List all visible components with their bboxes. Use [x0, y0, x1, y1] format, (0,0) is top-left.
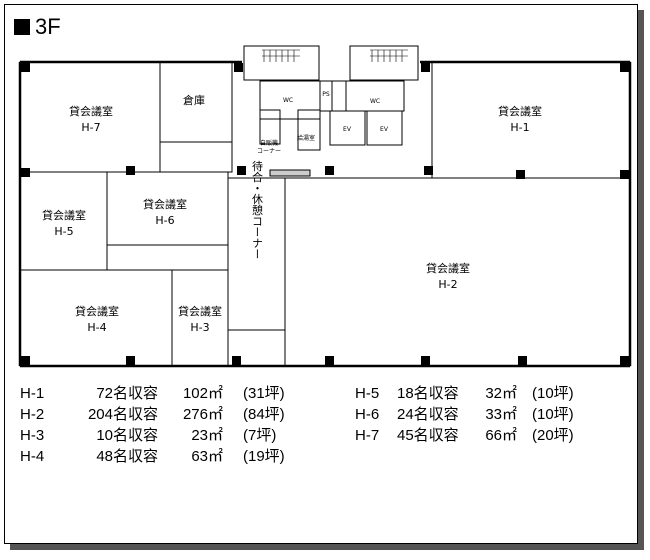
room-h1-name: 貸会議室 [498, 104, 542, 118]
area: 66㎡ [485, 427, 517, 444]
stairs-left [243, 45, 320, 81]
area: 33㎡ [485, 406, 517, 423]
legend-row: H-2 204名収容 276㎡ (84坪) [20, 404, 303, 425]
capacity: 18名収容 [397, 385, 459, 402]
room-h6-code: H-6 [155, 214, 174, 227]
wc-right[interactable] [345, 80, 405, 112]
legend-row: H-1 72名収容 102㎡ (31坪) [20, 383, 303, 404]
tsubo: (10坪) [532, 406, 574, 423]
room-h4[interactable] [19, 269, 173, 367]
kettle-room[interactable] [297, 109, 321, 151]
room-h2-code: H-2 [438, 278, 457, 291]
area: 276㎡ [182, 406, 223, 423]
area: 32㎡ [485, 385, 517, 402]
legend-right: H-5 18名収容 32㎡ (10坪) H-6 24名収容 33㎡ (10坪) H-7 45名… [355, 383, 592, 446]
room-h3[interactable] [171, 269, 229, 367]
capacity: 72名収容 [96, 385, 158, 402]
kettle-room-label: 給湯室 [297, 134, 315, 142]
wc-left-label: WC [283, 97, 293, 104]
code: H-1 [20, 385, 45, 402]
code: H-7 [355, 427, 380, 444]
code: H-3 [20, 427, 45, 444]
area: 102㎡ [182, 385, 223, 402]
vending-label-2: コーナー [257, 148, 281, 155]
elevator-1[interactable] [329, 110, 366, 146]
room-h7-code: H-7 [81, 121, 100, 134]
tsubo: (7坪) [243, 427, 277, 444]
ev-2-label: EV [380, 126, 389, 133]
room-h1-code: H-1 [510, 121, 529, 134]
capacity: 45名収容 [397, 427, 459, 444]
room-h2-name: 貸会議室 [426, 261, 470, 275]
capacity: 10名収容 [96, 427, 158, 444]
room-h7-name: 貸会議室 [69, 104, 113, 118]
room-h5-code: H-5 [54, 225, 73, 238]
legend-row: H-4 48名収容 63㎡ (19坪) [20, 446, 303, 467]
floor-title: 3F [14, 14, 61, 40]
tsubo: (10坪) [532, 385, 574, 402]
room-h4-name: 貸会議室 [75, 304, 119, 318]
ps-label: PS [322, 91, 330, 98]
core [243, 45, 419, 151]
room-h3-code: H-3 [190, 321, 209, 334]
room-h1[interactable] [431, 61, 631, 179]
lounge-label: 待合・休憩コーナー [251, 159, 264, 259]
legend-row: H-5 18名収容 32㎡ (10坪) [355, 383, 592, 404]
capacity: 48名収容 [96, 448, 158, 465]
capacity: 24名収容 [397, 406, 459, 423]
tsubo: (20坪) [532, 427, 574, 444]
floor-label: 3F [35, 14, 61, 39]
columns [21, 63, 629, 365]
tsubo: (19坪) [243, 448, 285, 465]
room-h3-name: 貸会議室 [178, 304, 222, 318]
elevator-2[interactable] [366, 110, 403, 146]
square-bullet-icon [14, 19, 30, 35]
room-h5-name: 貸会議室 [42, 208, 86, 222]
code: H-5 [355, 385, 380, 402]
area: 63㎡ [191, 448, 223, 465]
ev-1-label: EV [343, 126, 352, 133]
storage-label: 倉庫 [183, 93, 205, 107]
tsubo: (31坪) [243, 385, 285, 402]
partitions [19, 61, 631, 367]
code: H-2 [20, 406, 45, 423]
code: H-4 [20, 448, 45, 465]
room-h6-name: 貸会議室 [143, 197, 187, 211]
area: 23㎡ [191, 427, 223, 444]
legend-row: H-6 24名収容 33㎡ (10坪) [355, 404, 592, 425]
legend-left: H-1 72名収容 102㎡ (31坪) H-2 204名収容 276㎡ (84坪) H-3… [20, 383, 303, 467]
room-h4-code: H-4 [87, 321, 106, 334]
capacity: 204名収容 [87, 406, 158, 423]
stairs-right [349, 45, 419, 81]
legend-row: H-3 10名収容 23㎡ (7坪) [20, 425, 303, 446]
floor-plan-frame [4, 4, 638, 544]
code: H-6 [355, 406, 380, 423]
vending-label-1: 自販機 [260, 139, 278, 147]
tsubo: (84坪) [243, 406, 285, 423]
wc-right-label: WC [370, 98, 380, 105]
legend-row: H-7 45名収容 66㎡ (20坪) [355, 425, 592, 446]
